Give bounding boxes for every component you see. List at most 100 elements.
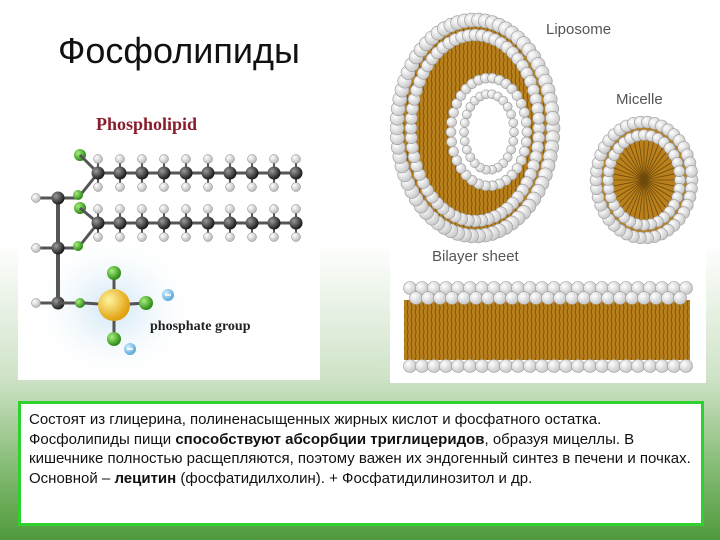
carbon-atom: [135, 166, 149, 180]
carbon-atom: [179, 216, 193, 230]
phospholipid-heading: Phospholipid: [96, 114, 197, 134]
caption-text-3: (фосфатидилхолин). + Фосфатидилинозитол …: [176, 469, 533, 487]
lipid-head: [523, 359, 537, 373]
lipid-head: [565, 291, 579, 305]
lipid-head: [673, 165, 686, 178]
lipid-head: [446, 136, 457, 148]
lipid-head: [463, 359, 477, 373]
lipid-head: [457, 291, 471, 305]
lipid-head: [601, 291, 615, 305]
carbon-atom: [223, 216, 237, 230]
bilayer-sheet-model: [403, 281, 693, 373]
hydrogen-atom: [31, 298, 41, 308]
lipid-head: [459, 118, 470, 128]
hydrogen-atom: [247, 204, 257, 214]
hydrogen-atom: [203, 232, 213, 242]
oxygen-atom: [73, 241, 83, 251]
lipid-head: [519, 146, 530, 157]
hydrogen-atom: [93, 182, 103, 192]
phosphate-group-label: phosphate group: [150, 319, 251, 334]
hydrogen-atom: [115, 182, 125, 192]
lipid-head: [559, 359, 573, 373]
carbon-atom: [289, 166, 303, 180]
lipid-head: [619, 359, 633, 373]
oxygen-atom: [139, 296, 153, 310]
carbon-atom: [289, 216, 303, 230]
lipid-head: [445, 291, 459, 305]
lipid-head: [613, 291, 627, 305]
hydrogen-atom: [247, 154, 257, 164]
lipid-head: [649, 291, 663, 305]
caption-text-1: Состоят из глицерина, полиненасыщенных ж…: [29, 411, 602, 448]
hydrogen-atom: [181, 232, 191, 242]
lipid-head: [535, 359, 549, 373]
carbon-atom: [201, 166, 215, 180]
lipid-head: [509, 127, 519, 137]
hydrogen-atom: [181, 182, 191, 192]
hydrogen-atom: [291, 232, 301, 242]
lipid-head: [516, 98, 527, 109]
phospholipid-figure: Phospholipid phosphate group: [18, 103, 320, 383]
bilayer-sheet-label: Bilayer sheet: [432, 248, 520, 265]
carbon-atom: [91, 166, 105, 180]
carbon-atom: [113, 166, 127, 180]
lipid-head: [679, 281, 693, 295]
lipid-head: [439, 359, 453, 373]
caption-text-2: , образуя мицеллы. В кишечнике полностью…: [29, 430, 691, 487]
lipid-head: [415, 359, 429, 373]
lipid-head: [521, 116, 532, 128]
lipid-head: [661, 291, 675, 305]
hydrogen-atom: [137, 204, 147, 214]
carbon-atom: [267, 216, 281, 230]
lipid-head: [577, 291, 591, 305]
oxygen-atom: [107, 332, 121, 346]
lipid-head: [685, 165, 698, 178]
lipid-head: [529, 291, 543, 305]
hydrogen-atom: [115, 154, 125, 164]
lipid-head: [481, 291, 495, 305]
hydrogen-atom: [137, 182, 147, 192]
lipid-head: [448, 107, 459, 118]
oxygen-atom: [75, 298, 85, 308]
hydrogen-atom: [137, 154, 147, 164]
lipid-head: [448, 146, 459, 157]
molecule-model: [31, 149, 303, 355]
lipid-head: [445, 126, 457, 138]
lipid-head: [409, 291, 423, 305]
description-box: Состоят из глицерина, полиненасыщенных ж…: [18, 401, 704, 526]
hydrogen-atom: [115, 232, 125, 242]
slide-title: Фосфолипиды: [58, 30, 300, 71]
micelle-label: Micelle: [616, 91, 663, 108]
hydrogen-atom: [159, 204, 169, 214]
hydrogen-atom: [269, 154, 279, 164]
lipid-head: [517, 291, 531, 305]
lipid-head: [589, 291, 603, 305]
oxygen-atom: [73, 190, 83, 200]
caption-bold-absorption: способствуют абсорбции триглицеридов: [175, 430, 485, 448]
membrane-diagram: Liposome Micelle Bilayer sheet: [389, 12, 699, 373]
hydrogen-atom: [137, 232, 147, 242]
hydrogen-atom: [203, 154, 213, 164]
carbon-atom: [157, 166, 171, 180]
lipid-head: [403, 359, 417, 373]
lipid-head: [637, 291, 651, 305]
lipid-head: [519, 107, 530, 118]
carbon-atom: [245, 166, 259, 180]
lipid-head: [459, 136, 470, 146]
lipid-head: [493, 291, 507, 305]
membrane-structures-figure: Liposome Micelle Bilayer sheet: [389, 8, 706, 383]
hydrogen-atom: [93, 154, 103, 164]
carbon-atom: [91, 216, 105, 230]
lipid-head: [673, 291, 687, 305]
hydrogen-atom: [159, 182, 169, 192]
hydrogen-atom: [225, 204, 235, 214]
lipid-head: [583, 359, 597, 373]
lipid-head: [631, 359, 645, 373]
carbon-atom: [113, 216, 127, 230]
hydrogen-atom: [247, 232, 257, 242]
phosphorus-atom: [98, 289, 130, 321]
lipid-head: [459, 127, 469, 137]
hydrogen-atom: [291, 204, 301, 214]
lipid-head: [553, 291, 567, 305]
liposome-label: Liposome: [546, 21, 611, 38]
